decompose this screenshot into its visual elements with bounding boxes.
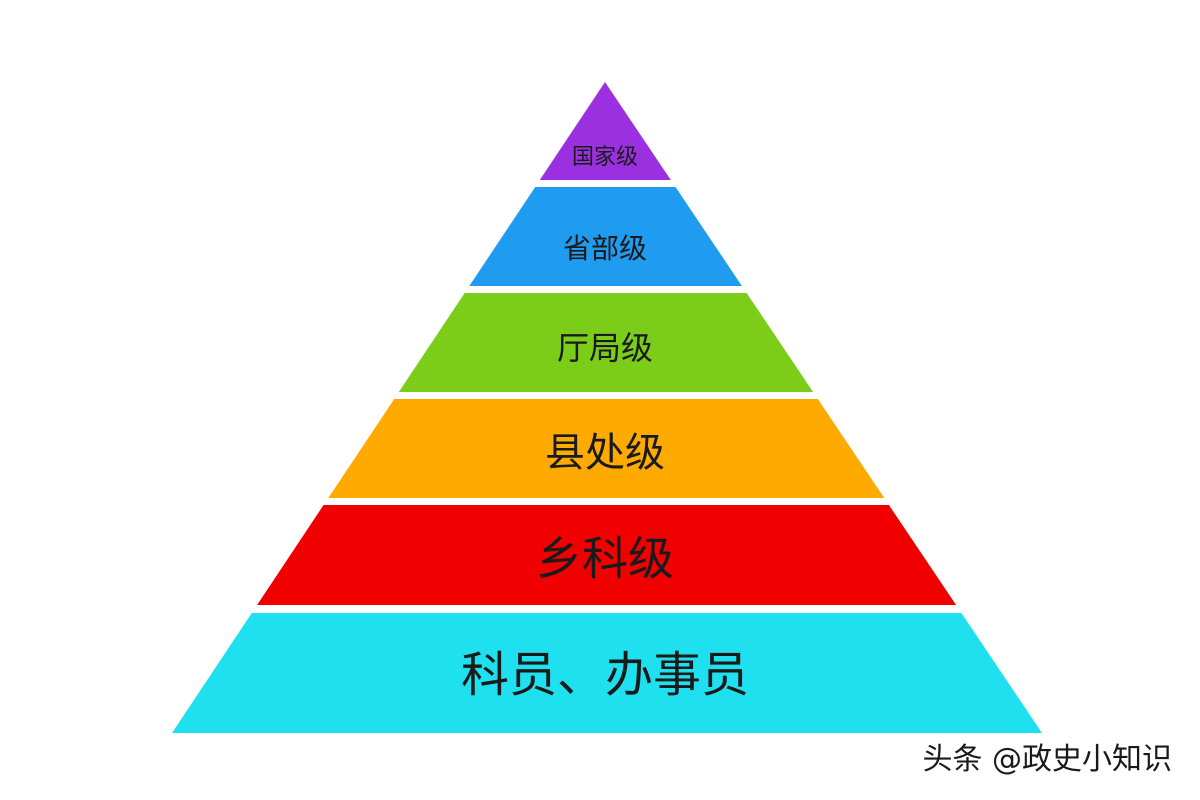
pyramid-level-band: [257, 505, 957, 605]
pyramid-level-5: 乡科级: [257, 505, 957, 605]
source-watermark: 头条 @政史小知识: [922, 742, 1172, 777]
pyramid-level-band: [398, 293, 814, 392]
pyramid-level-band: [539, 82, 671, 180]
pyramid-level-3: 厅局级: [398, 293, 814, 392]
pyramid-level-4: 县处级: [328, 399, 885, 498]
pyramid-level-6: 科员、办事员: [172, 613, 1042, 733]
pyramid-level-label: 国家级: [572, 145, 638, 170]
pyramid-level-label: 厅局级: [557, 329, 653, 367]
pyramid-level-band: [328, 399, 885, 498]
pyramid-level-label: 乡科级: [536, 532, 674, 586]
pyramid-level-2: 省部级: [469, 187, 742, 286]
pyramid-level-label: 省部级: [563, 232, 647, 265]
pyramid-level-band: [469, 187, 742, 286]
pyramid-level-label: 科员、办事员: [461, 647, 749, 703]
pyramid-level-label: 县处级: [545, 430, 665, 476]
pyramid-level-1: 国家级: [539, 82, 671, 180]
pyramid-level-band: [172, 613, 1042, 733]
